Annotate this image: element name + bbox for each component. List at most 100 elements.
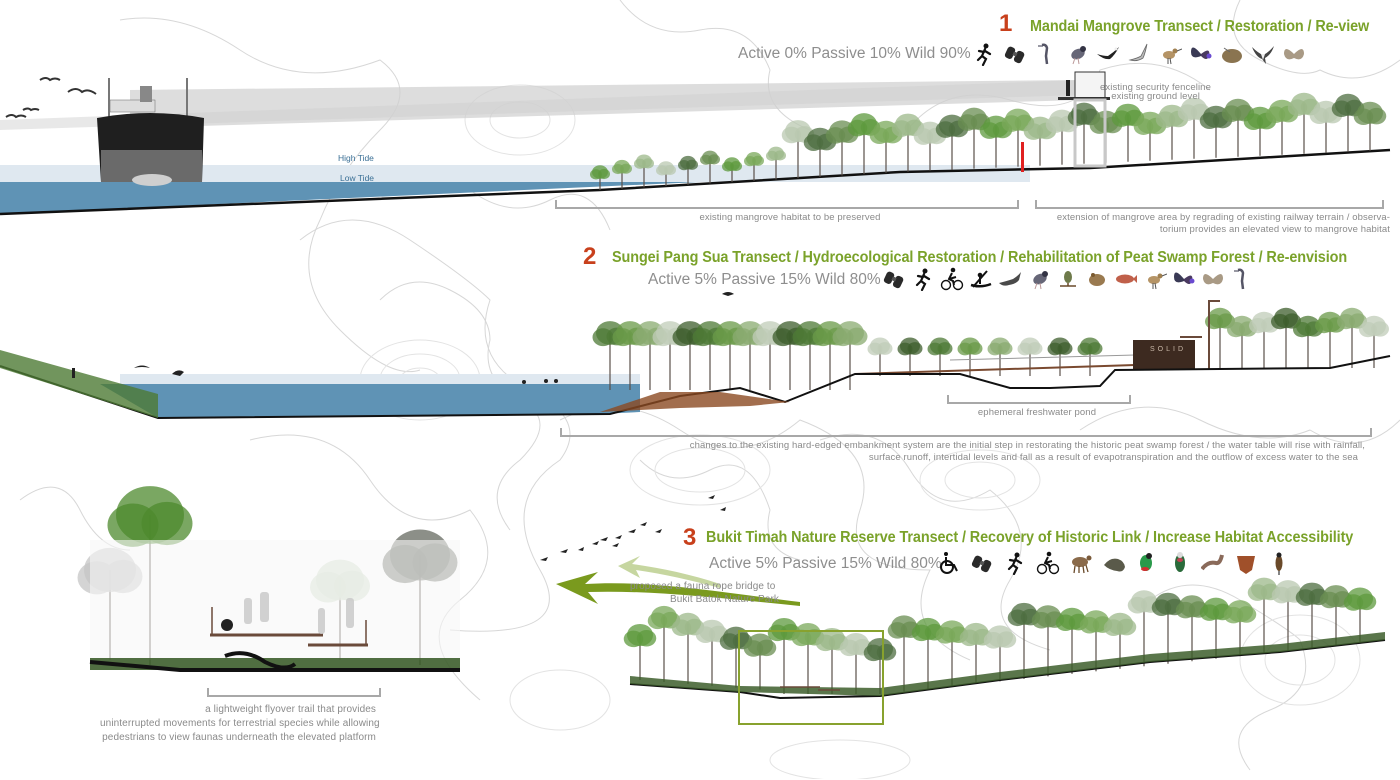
gecko-icon	[1200, 551, 1225, 575]
lamp-post	[1208, 300, 1210, 370]
pond-label: ephemeral freshwater pond	[977, 407, 1097, 418]
tree	[1079, 610, 1113, 672]
tree	[700, 150, 720, 184]
cyclist-icon	[940, 267, 964, 291]
note-existing-mangrove: existing mangrove habitat to be preserve…	[699, 212, 881, 223]
tree	[1055, 607, 1089, 674]
tree	[656, 161, 676, 187]
transect-2-title: Sungei Pang Sua Transect / Hydroecologic…	[612, 249, 1348, 266]
tree	[695, 619, 729, 686]
tree	[1017, 337, 1043, 376]
tree	[1337, 307, 1367, 368]
tree	[863, 637, 897, 694]
tree	[847, 113, 881, 175]
binoculars-icon	[1003, 42, 1027, 66]
bracket-freshwater-pond	[947, 395, 1131, 404]
tree	[1293, 315, 1323, 368]
tree	[957, 337, 983, 376]
pitta-icon	[1135, 551, 1159, 575]
cyclist-icon	[1036, 551, 1060, 575]
rope-bridge-label-1: proposed a fauna rope bridge to	[630, 581, 776, 592]
tree	[1247, 577, 1281, 654]
tree	[1271, 580, 1305, 652]
runner-icon	[1003, 551, 1027, 576]
heron-icon	[1034, 42, 1058, 66]
rope-bridge-label-2: Bukit Batok Nature Park	[670, 594, 780, 605]
tree	[722, 157, 742, 183]
tree	[1103, 612, 1137, 669]
ground-line	[0, 148, 1391, 216]
tree	[867, 337, 893, 376]
mousedeer-icon	[1069, 551, 1093, 575]
high-tide-band	[0, 165, 1030, 182]
moth-icon	[1282, 42, 1306, 66]
binoculars-icon	[882, 267, 906, 291]
tree	[1047, 337, 1073, 376]
tree	[107, 486, 193, 665]
kayak-icon	[969, 267, 993, 291]
moth-icon	[1201, 267, 1225, 291]
pangolin-icon	[1102, 551, 1126, 575]
bird-flock	[540, 495, 726, 561]
tree	[1199, 105, 1233, 158]
transect-1-activity-ratio: Active 0% Passive 10% Wild 90%	[738, 45, 971, 62]
tree	[1287, 92, 1321, 154]
detail-callout-frame	[738, 630, 884, 725]
tree	[1177, 97, 1211, 159]
transect-2-fauna-icons	[882, 266, 1254, 292]
note-flyover-2: uninterrupted movements for terrestrial …	[100, 718, 380, 729]
sandpiper-icon	[1158, 42, 1183, 66]
note-mangrove-extension-2: torium provides an elevated view to mang…	[1159, 224, 1390, 235]
tree	[766, 146, 786, 180]
flying-lemur-icon	[1234, 551, 1258, 575]
frog-icon	[1085, 267, 1109, 291]
tree	[815, 627, 849, 694]
horseshoe-crab-icon	[1220, 42, 1244, 66]
tree	[781, 120, 815, 179]
note-flyover-3: pedestrians to view faunas underneath th…	[102, 732, 376, 743]
transect-3-fauna-icons	[937, 550, 1291, 576]
viewing-deck	[1180, 336, 1202, 338]
tree	[1359, 315, 1389, 368]
ground-level-label: existing ground level	[1111, 91, 1200, 102]
high-tide-label: High Tide	[338, 153, 374, 163]
butterfly-icon	[1189, 42, 1213, 66]
bracket-embankment	[560, 428, 1372, 437]
transect-2-section	[0, 292, 1391, 420]
monitor-lizard-icon	[998, 267, 1022, 291]
tree	[1271, 307, 1301, 368]
transect-3-section	[77, 486, 1386, 700]
bracket-mangrove-extension	[1035, 200, 1384, 209]
runner-icon	[911, 267, 935, 292]
note-embankment-2: surface runoff, intertidal levels and fa…	[868, 452, 1358, 463]
tree	[1031, 605, 1065, 677]
bracket-existing-mangrove	[555, 200, 1019, 209]
tree	[1227, 315, 1257, 368]
tree	[959, 622, 993, 684]
security-fence-marker	[1021, 142, 1024, 172]
tide-band-2	[120, 374, 640, 384]
binoculars-icon	[970, 551, 994, 575]
transect-1-fauna-icons	[972, 41, 1306, 67]
tree	[590, 165, 610, 190]
osprey-icon	[1251, 42, 1275, 66]
transect-3-title: Bukit Timah Nature Reserve Transect / Re…	[706, 529, 1354, 546]
tree	[612, 159, 632, 189]
transect-3-number: 3	[683, 524, 697, 551]
tree	[743, 633, 777, 690]
transect-1-title: Mandai Mangrove Transect / Restoration /…	[1030, 18, 1370, 35]
tree	[1067, 102, 1101, 164]
tree	[623, 623, 657, 680]
tree	[927, 337, 953, 376]
tree	[957, 107, 991, 169]
tree	[1077, 337, 1103, 376]
flyover-trail-detail	[89, 540, 460, 672]
monitor-lizard	[224, 651, 297, 670]
tree	[671, 612, 705, 684]
tree	[979, 115, 1013, 168]
transect-2-number: 2	[583, 243, 597, 270]
tree	[911, 617, 945, 689]
note-flyover-1: a lightweight flyover trail that provide…	[205, 704, 376, 715]
low-tide-label: Low Tide	[340, 173, 375, 183]
tree	[1343, 587, 1377, 644]
